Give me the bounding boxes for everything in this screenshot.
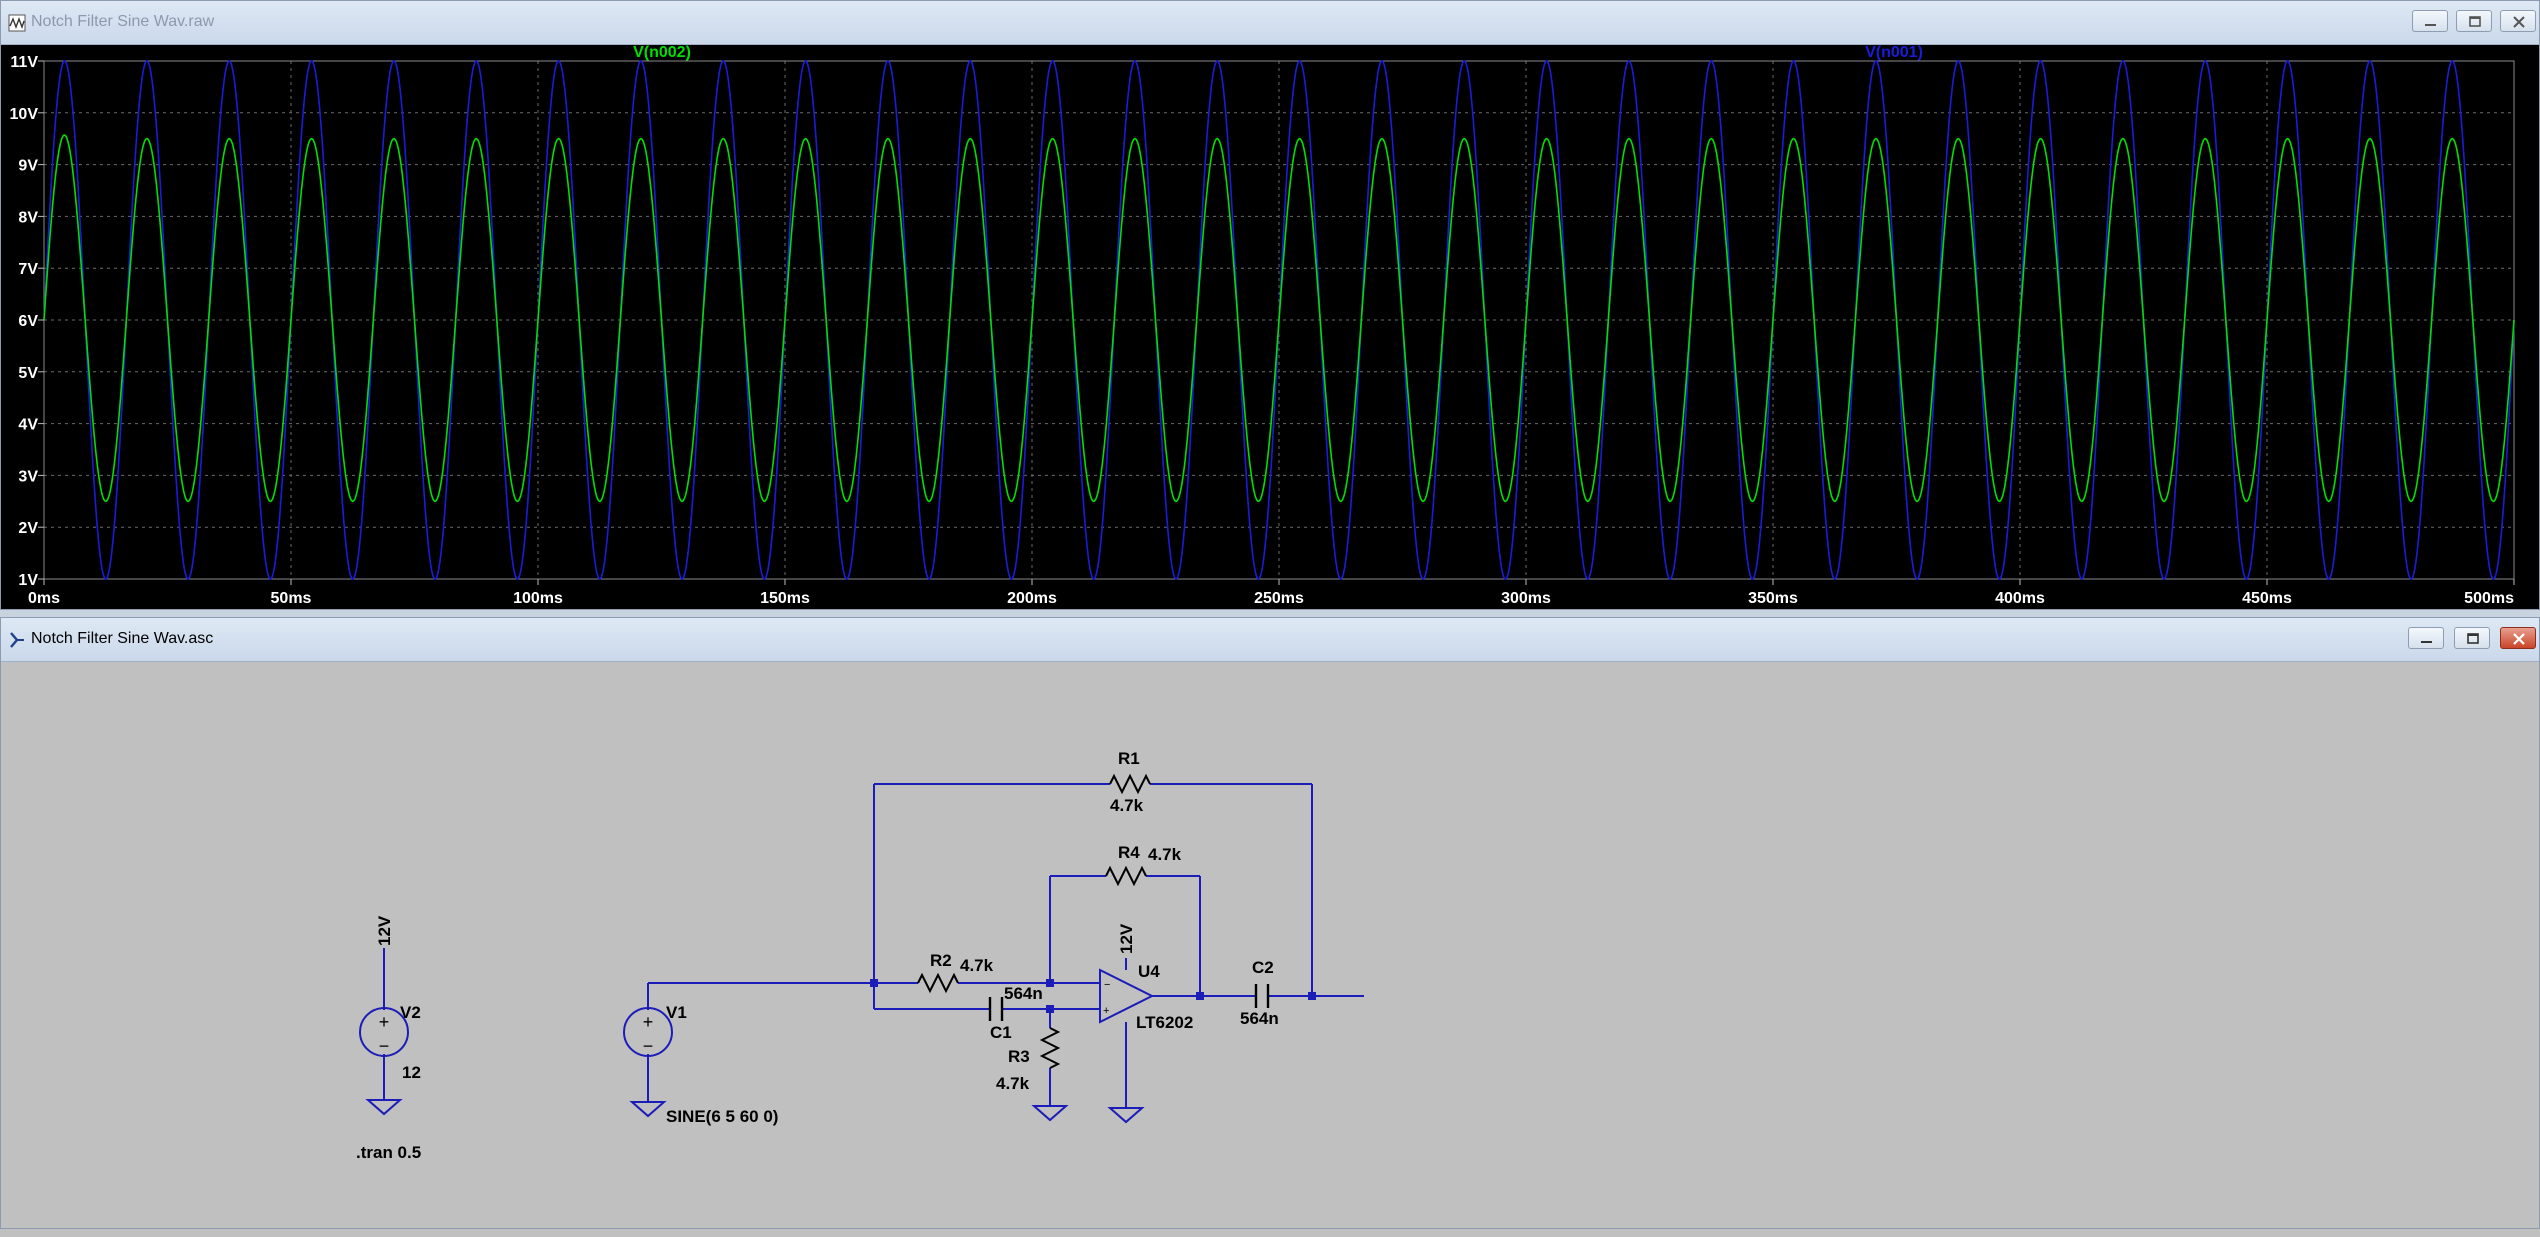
u4-name: U4 [1138,962,1160,981]
u4-supply-label: 12V [1117,923,1136,954]
svg-text:−: − [643,1036,654,1056]
waveform-close-button[interactable] [2500,10,2536,32]
waveform-window: Notch Filter Sine Wav.raw 1V 2V 3V 4V 5V 6V 7V… [0,0,2540,610]
schematic-maximize-button[interactable] [2454,627,2490,649]
y-tick-label: 1V [18,572,38,589]
schematic-canvas[interactable]: + − + − + − 12V V2 12 .tran 0.5 V1 SINE(… [0,662,2540,1237]
v2-net-label: 12V [375,915,394,946]
trace-legend: V(n002) V(n001) [633,45,1923,61]
waveform-plot[interactable]: 1V 2V 3V 4V 5V 6V 7V 8V 9V 10V 11V 0ms 50ms 100ms 150… [0,45,2540,610]
schematic-close-button[interactable] [2500,627,2536,649]
r1-value: 4.7k [1110,796,1144,815]
x-axis-ticks: 0ms 50ms 100ms 150ms 200ms 250ms 300ms 350ms 400… [28,579,2515,607]
v2-name: V2 [400,1003,421,1022]
r4-value: 4.7k [1148,845,1182,864]
y-tick-label: 11V [10,54,38,71]
x-tick-label: 450ms [2242,590,2292,607]
r4-symbol [1105,865,1147,887]
waveform-maximize-button[interactable] [2456,10,2492,32]
r1-name: R1 [1118,749,1140,768]
y-tick-label: 7V [18,261,38,278]
x-tick-label: 400ms [1995,590,2045,607]
x-tick-label: 150ms [760,590,810,607]
c1-value: 564n [1004,984,1043,1003]
schematic-minimize-button[interactable] [2408,627,2444,649]
resistors [917,773,1151,1069]
wires [365,783,1364,1124]
x-tick-label: 500ms [2464,590,2514,607]
waveform-title: Notch Filter Sine Wav.raw [31,13,215,30]
close-icon [2513,633,2525,645]
r1-symbol [1109,773,1151,795]
legend-vn002[interactable]: V(n002) [633,45,691,61]
x-tick-label: 50ms [271,590,312,607]
minimize-icon [2425,24,2436,26]
opamp-plus-pin: + [1103,1005,1109,1017]
y-tick-label: 5V [18,365,38,382]
schematic-window: Notch Filter Sine Wav.asc [0,617,2540,1237]
r2-name: R2 [930,951,952,970]
schematic-titlebar[interactable]: Notch Filter Sine Wav.asc [0,617,2540,662]
svg-text:−: − [379,1036,390,1056]
r2-value: 4.7k [960,956,994,975]
waveform-app-icon [8,14,26,32]
r3-symbol [1039,1027,1061,1069]
x-tick-label: 350ms [1748,590,1798,607]
svg-text:+: + [643,1012,654,1032]
y-tick-label: 8V [18,209,38,226]
x-tick-label: 300ms [1501,590,1551,607]
opamp-minus-pin: − [1104,979,1110,991]
c2-name: C2 [1252,958,1274,977]
y-axis-ticks: 1V 2V 3V 4V 5V 6V 7V 8V 9V 10V 11V [10,54,44,589]
legend-vn001[interactable]: V(n001) [1865,45,1923,61]
v1-value: SINE(6 5 60 0) [666,1107,778,1126]
tran-directive[interactable]: .tran 0.5 [356,1143,421,1162]
svg-text:+: + [379,1012,390,1032]
minimize-icon [2421,641,2432,643]
x-tick-label: 250ms [1254,590,1304,607]
x-tick-label: 100ms [513,590,563,607]
y-tick-label: 10V [10,106,39,123]
r3-value: 4.7k [996,1074,1030,1093]
y-tick-label: 6V [18,313,38,330]
c1-name: C1 [990,1023,1012,1042]
close-icon [2513,16,2525,28]
u4-value: LT6202 [1136,1013,1193,1032]
x-tick-label: 0ms [28,590,60,607]
waveform-minimize-button[interactable] [2412,10,2448,32]
c2-value: 564n [1240,1009,1279,1028]
maximize-icon [2469,16,2481,27]
r3-name: R3 [1008,1047,1030,1066]
y-tick-label: 4V [18,417,38,434]
y-tick-label: 3V [18,468,38,485]
r4-name: R4 [1118,843,1140,862]
v1-symbol: + − [623,1007,673,1057]
y-tick-label: 9V [18,158,38,175]
waveform-titlebar[interactable]: Notch Filter Sine Wav.raw [0,0,2540,45]
v1-name: V1 [666,1003,687,1022]
maximize-icon [2467,633,2479,644]
r2-symbol [917,972,959,994]
x-tick-label: 200ms [1007,590,1057,607]
schematic-app-icon [10,632,24,648]
y-tick-label: 2V [18,520,38,537]
v2-value: 12 [402,1063,421,1082]
schematic-title: Notch Filter Sine Wav.asc [31,630,214,647]
